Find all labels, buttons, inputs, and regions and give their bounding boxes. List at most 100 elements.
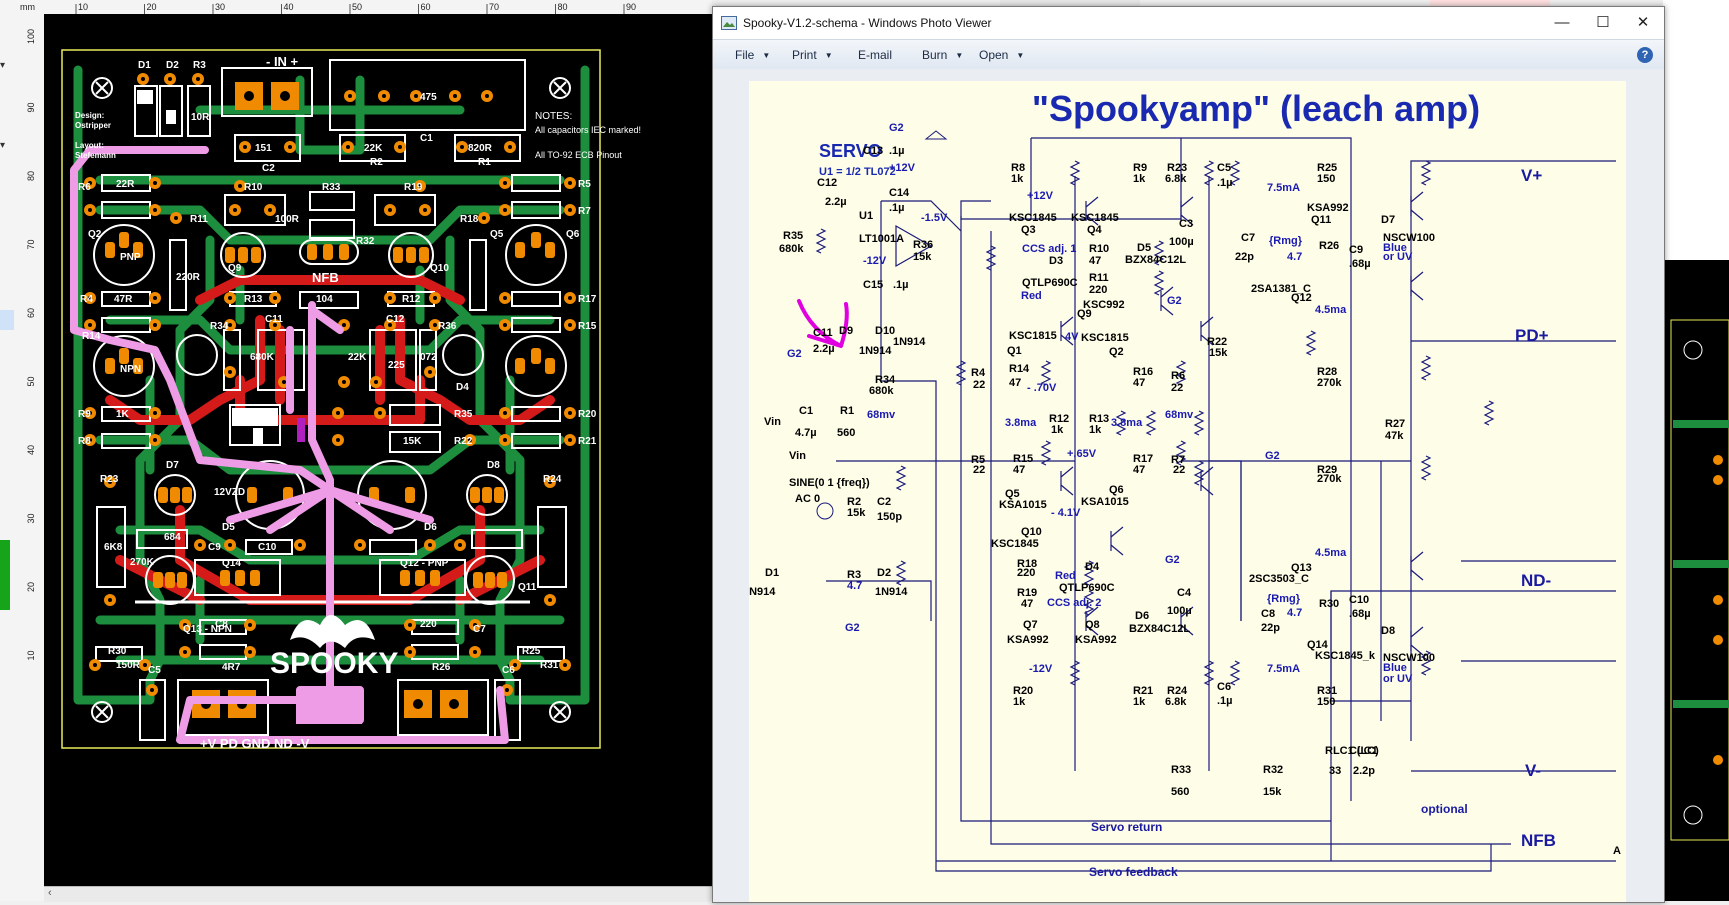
silk-part-label: 22R: [116, 179, 135, 190]
silk-part-label: 220R: [176, 272, 201, 283]
transistor-pad: [251, 247, 261, 263]
silk-part-label: R3: [193, 60, 206, 71]
properties-tab[interactable]: [1000, 0, 1140, 6]
pad-hole: [153, 208, 157, 212]
silk-part-label: R26: [432, 662, 451, 673]
schematic-label: .1µ: [893, 279, 909, 291]
schematic-label: 33: [1329, 765, 1341, 777]
silk-part-label: Q9: [228, 263, 242, 274]
schematic-label: 4V: [1065, 331, 1079, 343]
rail-pdplus: PD+: [1515, 326, 1549, 345]
schematic-label: 1k: [1133, 696, 1146, 708]
silk-credit: Layout:: [75, 141, 104, 150]
resistor-zigzag: [1203, 660, 1215, 686]
schematic-label: 4.7µ: [795, 427, 817, 439]
pad-hole: [282, 380, 286, 384]
schematic-label: .1µ: [1217, 177, 1233, 189]
resistor-zigzag: [895, 560, 907, 586]
silk-part-label: 15K: [403, 436, 422, 447]
schematic-label: Red: [1021, 290, 1042, 302]
silk-part-label: Q14: [222, 558, 241, 569]
silk-part-label: R4: [80, 294, 93, 305]
schematic-label: R13: [1089, 413, 1109, 425]
close-button[interactable]: ✕: [1636, 14, 1650, 31]
scroll-left-icon[interactable]: ‹: [48, 887, 52, 899]
schematic-label: R34: [875, 374, 896, 386]
email-button[interactable]: E-mail: [858, 48, 892, 62]
pad-hole: [183, 623, 187, 627]
rail-vplus: V+: [1521, 166, 1542, 185]
schematic-label: 4.5ma: [1315, 304, 1347, 316]
silk-part-label: R9: [78, 409, 91, 420]
pad-hole: [88, 296, 92, 300]
silk-part-label: 6K8: [104, 542, 123, 553]
schematic-label: 2.2µ: [813, 343, 835, 355]
schematic-label: 220: [1017, 567, 1035, 579]
print-menu[interactable]: Print▼: [792, 48, 833, 62]
schematic-label: 1k: [1011, 173, 1024, 185]
schematic-label: R7: [1171, 454, 1185, 466]
burn-menu[interactable]: Burn▼: [922, 48, 963, 62]
transistor-emitter: [1060, 484, 1074, 496]
pad-hole: [268, 208, 272, 212]
ac-source-symbol: [816, 502, 834, 520]
schematic-label: C11: [813, 327, 833, 339]
pad-hole: [248, 650, 252, 654]
pcb-board[interactable]: D1D2R310R475151C222KR2C1820RR122RR5R6R7R…: [44, 14, 712, 886]
optional-label: optional: [1421, 802, 1468, 816]
schematic-label: Q12: [1291, 292, 1312, 304]
diode-band: [166, 110, 176, 124]
silk-part-label: R20: [578, 409, 597, 420]
open-menu[interactable]: Open▼: [979, 48, 1024, 62]
schematic-label: or UV: [1383, 251, 1413, 263]
pad-hole: [503, 296, 507, 300]
silk-credit: Stefemann: [75, 151, 116, 160]
servo-label: SERVO: [819, 141, 882, 161]
macros-tab[interactable]: [1430, 0, 1550, 6]
schematic-label: KSA992: [1075, 634, 1117, 646]
transistor-pad: [497, 572, 507, 588]
pad-hole: [143, 663, 147, 667]
pad-hole: [348, 94, 352, 98]
schematic-label: G2: [1167, 295, 1182, 307]
resistor-zigzag: [1193, 410, 1205, 436]
image-canvas[interactable]: "Spookyamp" (leach amp) SERVO U1 = 1/2 T…: [713, 69, 1664, 902]
schematic-label: Blue: [1383, 662, 1407, 674]
pcb-pads: [84, 73, 576, 696]
pad-hole: [408, 650, 412, 654]
silk-part-label: 12VZD: [214, 487, 245, 498]
minimize-button[interactable]: —: [1554, 14, 1570, 31]
pad-hole: [503, 208, 507, 212]
side-tab-1[interactable]: ▾: [0, 60, 6, 71]
silk-part-label: R25: [522, 646, 541, 657]
silk-part-label: C5: [148, 665, 161, 676]
schematic-label: CLC1: [1349, 745, 1378, 757]
transistor-pad: [225, 247, 235, 263]
ruler-mark-vertical: 90: [26, 102, 36, 112]
schematic-label: 22: [973, 464, 985, 476]
ruler-mark-vertical: 40: [26, 445, 36, 455]
file-menu[interactable]: File▼: [735, 48, 770, 62]
schematic-label: 1k: [1051, 424, 1064, 436]
resistor-zigzag: [1115, 410, 1127, 436]
side-tab-selected[interactable]: [0, 310, 14, 330]
horizontal-scrollbar[interactable]: ‹: [44, 886, 712, 902]
bat-logo: [290, 615, 375, 648]
silk-part-label: D5: [222, 522, 235, 533]
maximize-button[interactable]: ☐: [1596, 14, 1610, 31]
silk-part-label: Q13 - NPN: [183, 624, 232, 635]
silk-part-label: R11: [190, 214, 208, 225]
resistor-zigzag: [1175, 440, 1187, 466]
open-menu-label: Open: [979, 48, 1009, 62]
title-bar[interactable]: Spooky-V1.2-schema - Windows Photo Viewe…: [713, 7, 1664, 39]
help-icon[interactable]: ?: [1637, 47, 1653, 63]
transistor-pad: [406, 247, 416, 263]
side-tab-2[interactable]: ▾: [0, 140, 6, 151]
silk-part-label: R32: [356, 236, 375, 247]
schematic-label: R14: [1009, 363, 1030, 375]
pad-hole: [336, 438, 340, 442]
schematic-label: - .70V: [1027, 382, 1057, 394]
